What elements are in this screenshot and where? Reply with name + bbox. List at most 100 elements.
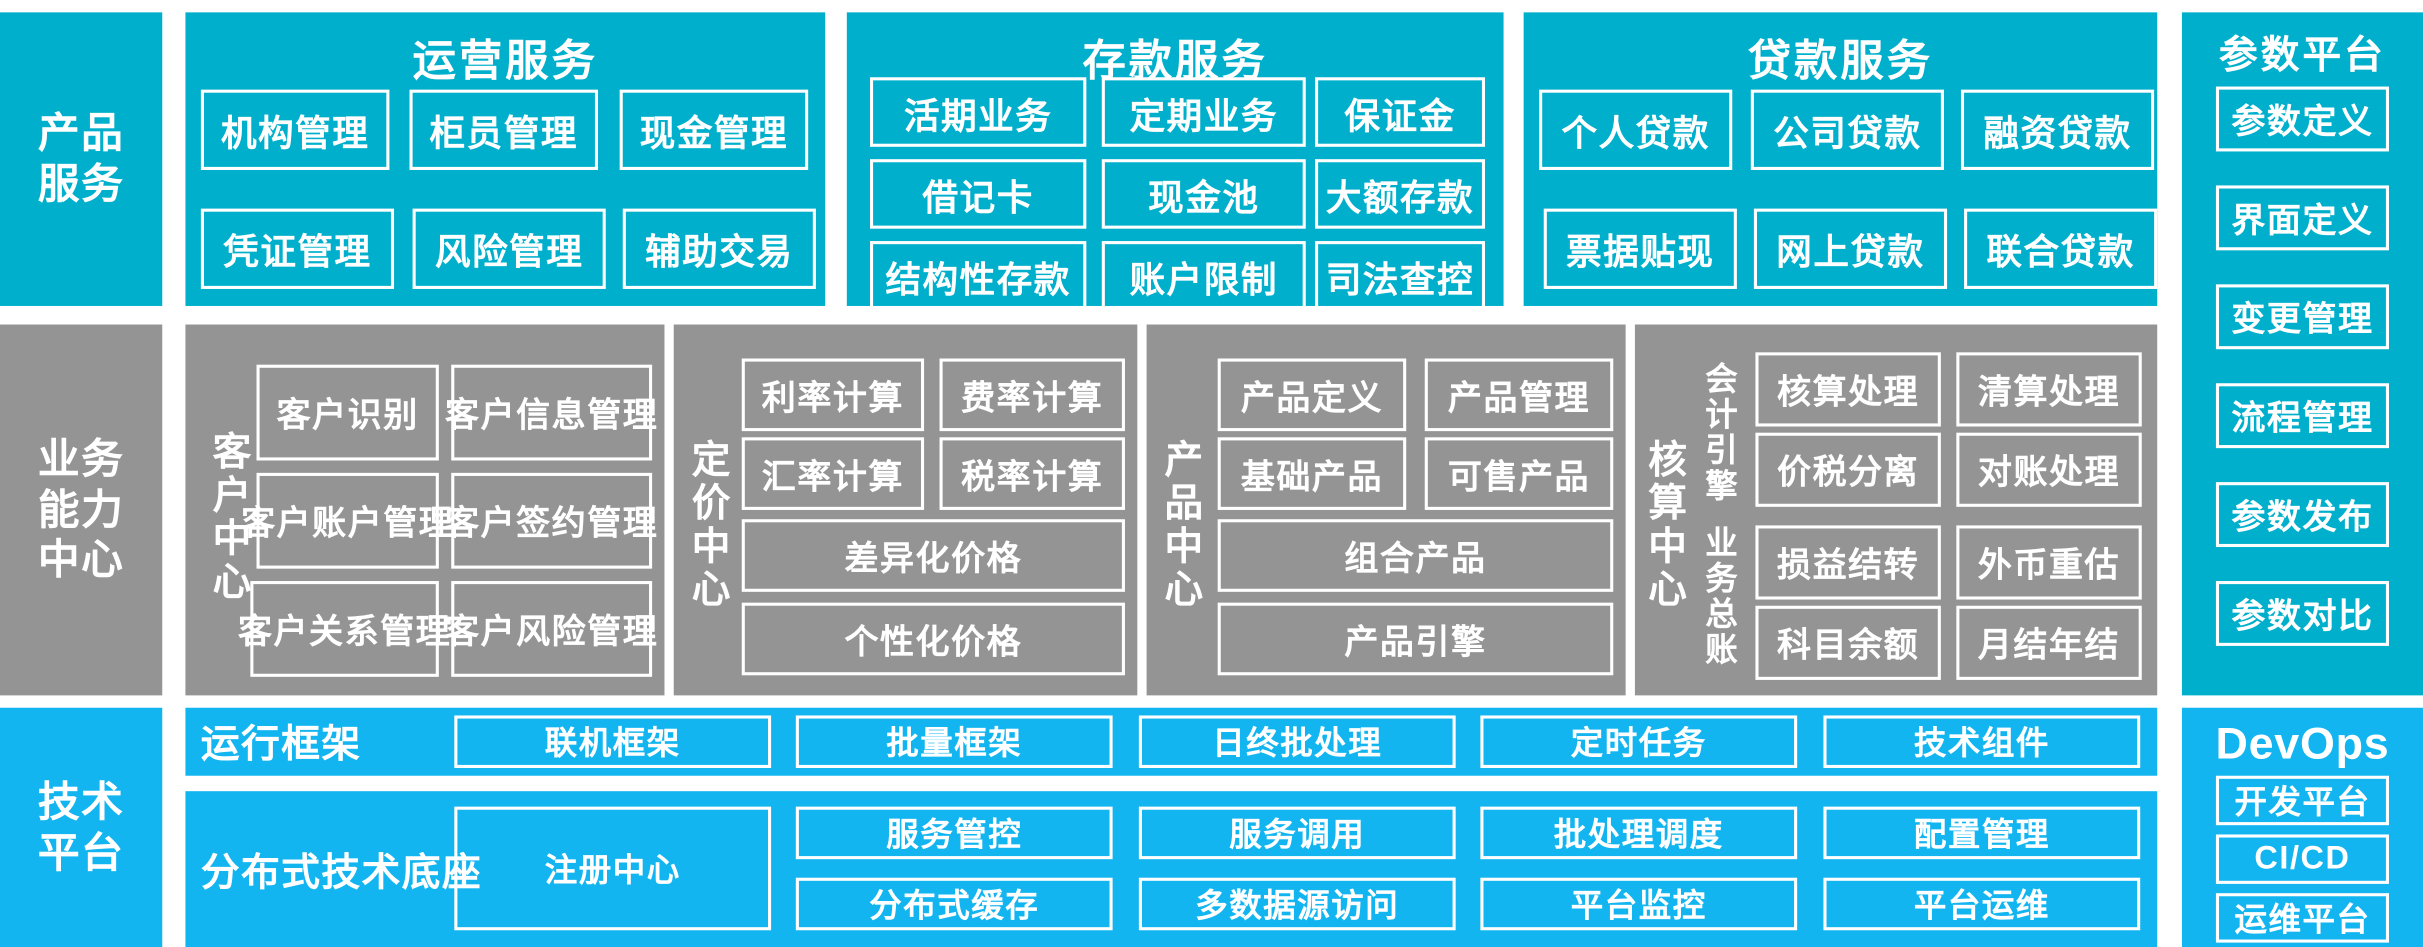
tech-item-runtime-2[interactable]: 批量框架 xyxy=(795,715,1113,769)
capability-item-accounting-3[interactable]: 价税分离 xyxy=(1755,432,1941,507)
parameter-item-5[interactable]: 参数发布 xyxy=(2215,482,2390,548)
panel-title-devops: DevOps xyxy=(2215,720,2390,770)
center-label-accounting: 核算中心 xyxy=(1642,438,1687,612)
capability-item-customer-3[interactable]: 客户账户管理 xyxy=(241,472,453,569)
service-item-deposit-2[interactable]: 定期业务 xyxy=(1101,77,1306,147)
capability-item-pricing-4[interactable]: 税率计算 xyxy=(939,437,1125,510)
tech-item-base-bottom-4[interactable]: 平台运维 xyxy=(1823,877,2141,931)
capability-item-product-3[interactable]: 基础产品 xyxy=(1217,437,1407,510)
capability-item-customer-5[interactable]: 客户关系管理 xyxy=(238,581,450,677)
tech-item-registry-center[interactable]: 注册中心 xyxy=(454,806,772,931)
parameter-item-3[interactable]: 变更管理 xyxy=(2215,284,2390,350)
service-item-deposit-6[interactable]: 大额存款 xyxy=(1315,159,1486,229)
layer-label-line2: 服务 xyxy=(37,160,125,208)
service-item-loan-1[interactable]: 个人贷款 xyxy=(1539,89,1733,170)
center-customer: 客户中心 客户识别 客户信息管理 客户账户管理 客户签约管理 客户关系管理 客户… xyxy=(185,324,665,696)
service-item-deposit-7[interactable]: 结构性存款 xyxy=(869,241,1087,311)
capability-item-pricing-6[interactable]: 个性化价格 xyxy=(741,602,1125,676)
capability-item-accounting-8[interactable]: 月结年结 xyxy=(1956,605,2142,680)
tech-item-runtime-3[interactable]: 日终批处理 xyxy=(1138,715,1456,769)
service-item-deposit-5[interactable]: 现金池 xyxy=(1101,159,1306,229)
tech-row-distributed-base: 分布式技术底座 注册中心 服务管控 服务调用 批处理调度 配置管理 分布式缓存 … xyxy=(185,791,2158,947)
parameter-item-1[interactable]: 参数定义 xyxy=(2215,86,2390,152)
capability-item-customer-4[interactable]: 客户签约管理 xyxy=(445,472,657,569)
capability-item-product-1[interactable]: 产品定义 xyxy=(1217,358,1407,432)
capability-item-customer-6[interactable]: 客户风险管理 xyxy=(445,581,657,677)
service-item-operation-5[interactable]: 风险管理 xyxy=(412,208,606,289)
center-product: 产品中心 产品定义 产品管理 基础产品 可售产品 组合产品 产品引擎 xyxy=(1146,324,1626,696)
group-deposit-service: 存款服务 活期业务 定期业务 保证金 借记卡 现金池 大额存款 结构性存款 账户… xyxy=(846,12,1504,311)
tech-label-line1: 技术 xyxy=(37,778,125,825)
tech-item-runtime-4[interactable]: 定时任务 xyxy=(1480,715,1798,769)
tech-item-runtime-1[interactable]: 联机框架 xyxy=(454,715,772,769)
service-item-loan-3[interactable]: 融资贷款 xyxy=(1960,89,2155,170)
service-item-deposit-4[interactable]: 借记卡 xyxy=(869,159,1087,229)
tech-item-base-top-1[interactable]: 服务管控 xyxy=(795,806,1113,860)
service-item-operation-4[interactable]: 凭证管理 xyxy=(200,208,395,289)
service-item-deposit-3[interactable]: 保证金 xyxy=(1315,77,1486,147)
layer-label-technical-platform: 技术 平台 xyxy=(0,707,163,947)
capability-item-product-2[interactable]: 产品管理 xyxy=(1424,358,1614,432)
capability-item-pricing-3[interactable]: 汇率计算 xyxy=(741,437,925,510)
service-item-deposit-1[interactable]: 活期业务 xyxy=(869,77,1087,147)
service-item-loan-2[interactable]: 公司贷款 xyxy=(1750,89,1944,170)
capability-item-accounting-2[interactable]: 清算处理 xyxy=(1956,352,2142,427)
service-item-loan-4[interactable]: 票据贴现 xyxy=(1543,208,1737,289)
capability-item-pricing-1[interactable]: 利率计算 xyxy=(741,358,925,432)
tech-row-label-distributed-base: 分布式技术底座 xyxy=(200,850,483,894)
parameter-item-2[interactable]: 界面定义 xyxy=(2215,185,2390,251)
architecture-diagram: 产品 服务 运营服务 机构管理 柜员管理 现金管理 凭证管理 风险管理 辅助交易… xyxy=(0,12,2423,947)
service-item-operation-6[interactable]: 辅助交易 xyxy=(622,208,816,289)
capability-item-product-6[interactable]: 产品引擎 xyxy=(1217,602,1614,676)
panel-parameter-platform: 参数平台 参数定义 界面定义 变更管理 流程管理 参数发布 参数对比 xyxy=(2181,12,2423,696)
group-title-deposit-service: 存款服务 xyxy=(1082,37,1268,85)
service-item-operation-3[interactable]: 现金管理 xyxy=(619,89,809,170)
service-item-deposit-9[interactable]: 司法查控 xyxy=(1315,241,1486,311)
tech-item-runtime-5[interactable]: 技术组件 xyxy=(1823,715,2141,769)
tech-item-base-top-3[interactable]: 批处理调度 xyxy=(1480,806,1798,860)
group-title-loan-service: 贷款服务 xyxy=(1747,37,1934,85)
tech-row-label-runtime: 运行框架 xyxy=(200,723,362,767)
group-loan-service: 贷款服务 个人贷款 公司贷款 融资贷款 票据贴现 网上贷款 联合贷款 xyxy=(1523,12,2158,306)
tech-item-base-bottom-1[interactable]: 分布式缓存 xyxy=(795,877,1113,931)
panel-devops: DevOps 开发平台 CI/CD 运维平台 xyxy=(2181,707,2423,947)
service-item-operation-2[interactable]: 柜员管理 xyxy=(409,89,599,170)
layer-label-line1: 产品 xyxy=(37,109,125,157)
center-label-product: 产品中心 xyxy=(1159,438,1203,612)
tech-label-line2: 平台 xyxy=(37,829,125,876)
tech-item-base-bottom-2[interactable]: 多数据源访问 xyxy=(1138,877,1456,931)
capability-item-accounting-4[interactable]: 对账处理 xyxy=(1956,432,2142,507)
subgroup-label-accounting-engine: 会计引擎 xyxy=(1701,361,1737,504)
capability-item-accounting-1[interactable]: 核算处理 xyxy=(1755,352,1941,427)
capability-item-customer-2[interactable]: 客户信息管理 xyxy=(445,364,657,461)
center-accounting: 核算中心 会计引擎 业务总账 核算处理 清算处理 价税分离 对账处理 损益结转 … xyxy=(1634,324,2158,696)
capability-item-accounting-5[interactable]: 损益结转 xyxy=(1755,525,1941,600)
center-pricing: 定价中心 利率计算 费率计算 汇率计算 税率计算 差异化价格 个性化价格 xyxy=(673,324,1138,696)
capability-item-accounting-7[interactable]: 科目余额 xyxy=(1755,605,1941,680)
layer-label-product-service: 产品 服务 xyxy=(0,12,163,306)
group-title-operation-service: 运营服务 xyxy=(412,37,599,85)
service-item-loan-5[interactable]: 网上贷款 xyxy=(1753,208,1948,289)
service-item-operation-1[interactable]: 机构管理 xyxy=(200,89,390,170)
capability-item-pricing-2[interactable]: 费率计算 xyxy=(939,358,1125,432)
parameter-item-6[interactable]: 参数对比 xyxy=(2215,581,2390,646)
parameter-item-4[interactable]: 流程管理 xyxy=(2215,383,2390,449)
devops-item-2[interactable]: CI/CD xyxy=(2215,834,2390,884)
capability-item-product-5[interactable]: 组合产品 xyxy=(1217,519,1614,592)
capability-item-customer-1[interactable]: 客户识别 xyxy=(256,364,439,461)
capability-item-product-4[interactable]: 可售产品 xyxy=(1424,437,1614,510)
layer-label-business-capability: 业务 能力 中心 xyxy=(0,324,163,696)
tech-item-base-top-2[interactable]: 服务调用 xyxy=(1138,806,1456,860)
tech-item-base-top-4[interactable]: 配置管理 xyxy=(1823,806,2141,860)
tech-item-base-bottom-3[interactable]: 平台监控 xyxy=(1480,877,1798,931)
devops-item-3[interactable]: 运维平台 xyxy=(2215,893,2390,943)
business-label-line2: 能力 xyxy=(37,486,125,533)
business-label-line3: 中心 xyxy=(37,536,125,584)
capability-item-pricing-5[interactable]: 差异化价格 xyxy=(741,519,1125,592)
capability-item-accounting-6[interactable]: 外币重估 xyxy=(1956,525,2142,600)
service-item-deposit-8[interactable]: 账户限制 xyxy=(1101,241,1306,311)
subgroup-label-business-ledger: 业务总账 xyxy=(1701,525,1737,668)
business-label-line1: 业务 xyxy=(37,435,125,482)
devops-item-1[interactable]: 开发平台 xyxy=(2215,775,2390,826)
service-item-loan-6[interactable]: 联合贷款 xyxy=(1964,208,2158,289)
